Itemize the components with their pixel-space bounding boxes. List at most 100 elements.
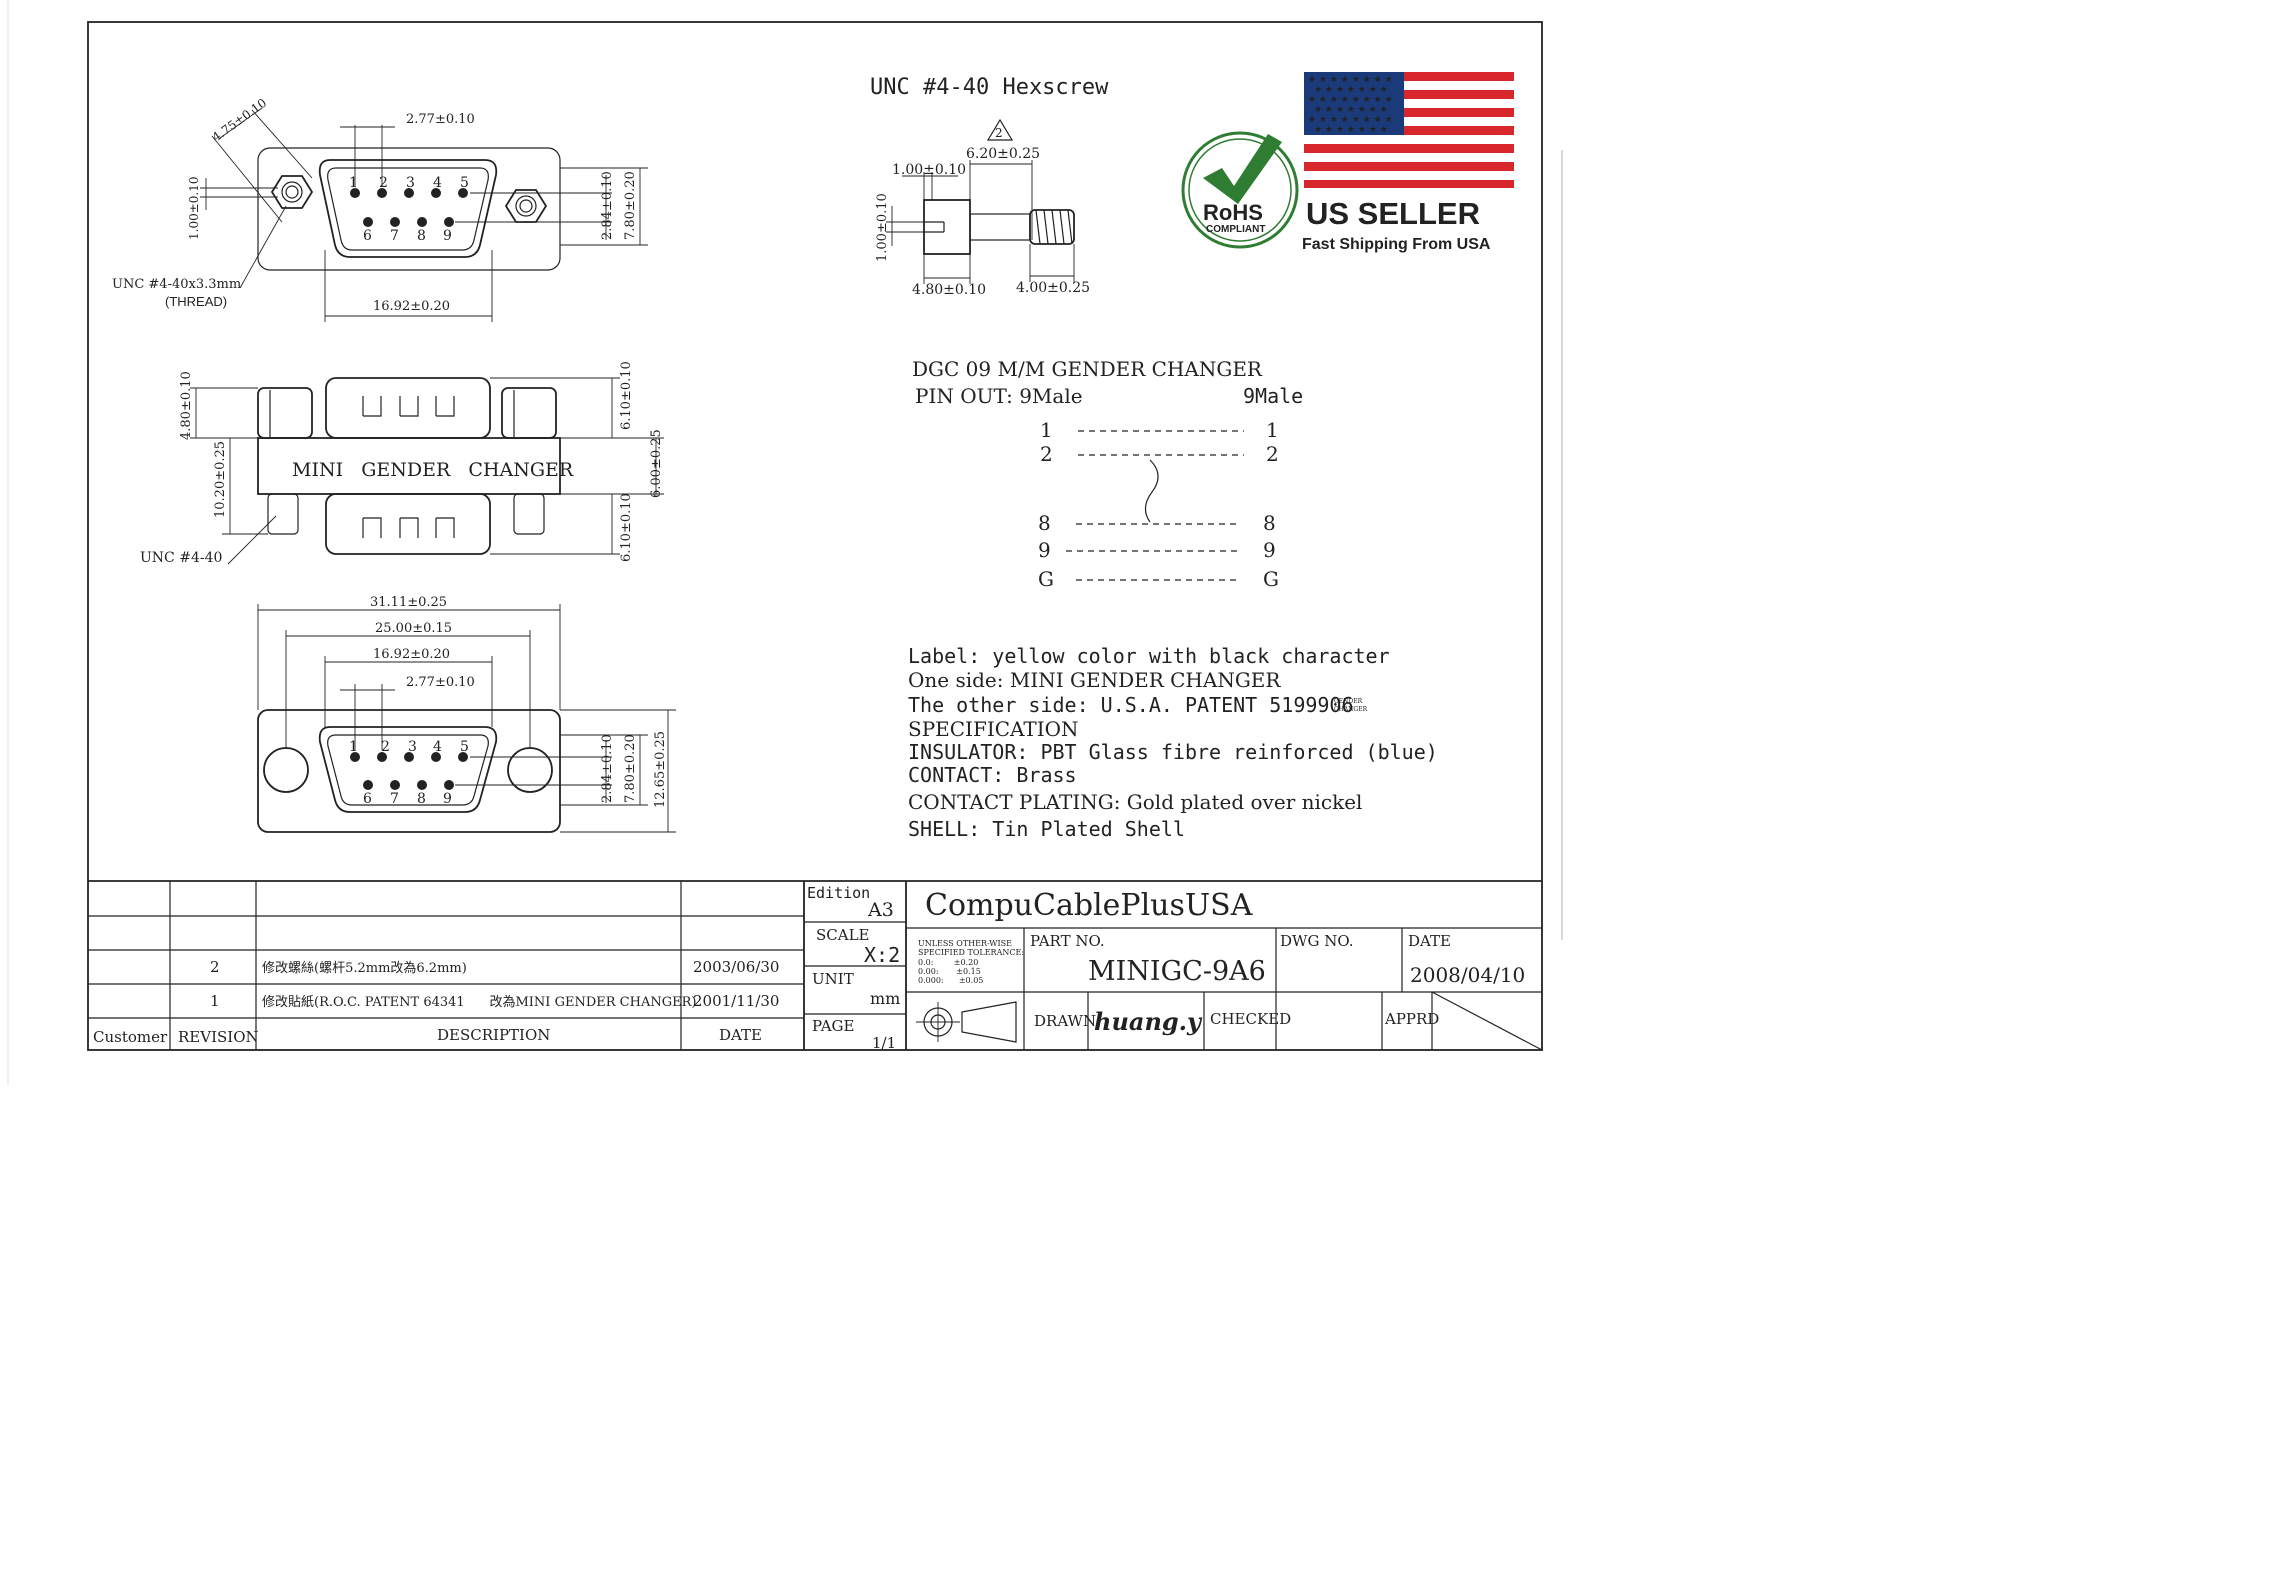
tolerance-line: 0.00: ±0.15 [918, 967, 981, 976]
spec-line: CONTACT: Brass [908, 763, 1077, 787]
drawn-by: huang.y [1094, 1007, 1203, 1036]
spec-line: The other side: U.S.A. PATENT 5199906 [908, 693, 1354, 717]
front-pin-7: 7 [390, 228, 399, 244]
edition-label: Edition [807, 884, 870, 902]
rev-number: 2 [210, 958, 220, 976]
projection-symbol-icon [916, 1001, 1017, 1043]
tolerance-line: 0.000: ±0.05 [918, 976, 983, 985]
bottom-view: 1 2 3 4 5 6 7 8 9 31.11±0.25 25.00±0.15 … [257, 595, 676, 833]
check-icon [1203, 134, 1282, 204]
front-thread-sub: (THREAD) [165, 294, 227, 309]
front-pin-2: 2 [379, 175, 388, 191]
side-dim-right-top: 6.10±0.10 [619, 361, 634, 430]
rev-date: 2003/06/30 [693, 958, 779, 976]
pin-row-right: G [1263, 567, 1279, 591]
scale-value: X:2 [864, 943, 900, 967]
hexscrew-dim-head: 1.00±0.10 [892, 162, 966, 178]
front-pin-4: 4 [433, 175, 442, 191]
svg-text:★ ★ ★ ★ ★ ★ ★ ★: ★ ★ ★ ★ ★ ★ ★ ★ [1308, 95, 1393, 105]
page-label: PAGE [812, 1017, 854, 1035]
front-dim-height: 7.80±0.20 [623, 171, 638, 240]
bottom-pin-2: 2 [381, 739, 390, 755]
seller-title: US SELLER [1306, 196, 1480, 231]
hexscrew-dim-slot: 1.00±0.10 [875, 193, 890, 262]
apprd-label: APPRD [1384, 1010, 1439, 1028]
pin-row-right: 2 [1266, 442, 1279, 466]
front-dim-hole: 1.00±0.10 [187, 177, 201, 241]
rev-date: 2001/11/30 [693, 992, 779, 1010]
hexscrew-dim-len: 6.20±0.25 [966, 146, 1040, 162]
bottom-pin-6: 6 [363, 791, 372, 807]
hexscrew-title: UNC #4-40 Hexscrew [870, 75, 1109, 100]
dwg-no-label: DWG NO. [1280, 932, 1354, 950]
side-dim-left-top: 4.80±0.10 [179, 371, 194, 440]
front-dim-row: 2.84±0.10 [600, 171, 615, 240]
date-label: DATE [1408, 932, 1451, 950]
rohs-sub: COMPLIANT [1206, 224, 1265, 235]
pin-row-left: 9 [1038, 538, 1051, 562]
front-pin-1: 1 [349, 175, 358, 191]
side-dim-left-body: 10.20±0.25 [213, 441, 228, 518]
company-name: CompuCablePlusUSA [925, 888, 1253, 923]
spec-section: Label: yellow color with black character… [908, 644, 1438, 841]
rev-description: 修改螺絲(螺杆5.2mm改為6.2mm) [262, 960, 467, 976]
bottom-pin-7: 7 [390, 791, 399, 807]
svg-text:★ ★ ★ ★ ★ ★ ★: ★ ★ ★ ★ ★ ★ ★ [1314, 85, 1388, 95]
bottom-dim-flange: 12.65±0.25 [653, 731, 668, 808]
title-block: 2 修改螺絲(螺杆5.2mm改為6.2mm) 2003/06/30 1 修改貼紙… [88, 880, 1543, 1052]
pinout-right-heading: 9Male [1243, 384, 1303, 408]
pin-row-left: 1 [1040, 418, 1053, 442]
bottom-pin-5: 5 [460, 739, 469, 755]
pin-row-right: 8 [1263, 511, 1276, 535]
scale-label: SCALE [816, 926, 870, 944]
header-revision: REVISION [178, 1028, 259, 1046]
spec-line: One side: MINI GENDER CHANGER [908, 668, 1281, 692]
bottom-pin-4: 4 [433, 739, 442, 755]
rohs-logo: RoHS COMPLIANT [1181, 131, 1299, 249]
front-thread-label: UNC #4-40x3.3mm [112, 277, 241, 292]
front-pin-8: 8 [417, 228, 426, 244]
pinout-section: DGC 09 M/M GENDER CHANGER PIN OUT: 9Male… [912, 357, 1303, 591]
pinout-heading: PIN OUT: 9Male [915, 384, 1083, 408]
us-flag-icon: ★ ★ ★ ★ ★ ★ ★ ★ ★ ★ ★ ★ ★ ★ ★ ★ ★ ★ ★ ★ … [1304, 72, 1514, 188]
pin-row-left: G [1038, 567, 1054, 591]
unit-value: mm [870, 989, 900, 1008]
spec-line: Label: yellow color with black character [908, 644, 1390, 668]
front-pin-9: 9 [443, 228, 452, 244]
hexscrew-rev-mark: 2 [995, 126, 1003, 140]
seller-shipping: Fast Shipping From USA [1302, 236, 1491, 253]
side-view: MINI GENDER CHANGER 4.80±0.10 10.20±0.25… [140, 361, 664, 566]
bottom-pin-8: 8 [417, 791, 426, 807]
header-description: DESCRIPTION [437, 1026, 550, 1044]
spec-tiny: CHANGER [1334, 706, 1368, 713]
checked-label: CHECKED [1210, 1010, 1291, 1028]
header-customer: Customer [93, 1028, 168, 1046]
svg-text:★ ★ ★ ★ ★ ★ ★ ★: ★ ★ ★ ★ ★ ★ ★ ★ [1308, 75, 1393, 85]
technical-drawing: 1 2 3 4 5 6 7 8 9 2.77±0.10 16.92±0.20 2… [0, 0, 1568, 1085]
drawing-frame [87, 21, 1543, 1051]
svg-text:★ ★ ★ ★ ★ ★ ★ ★: ★ ★ ★ ★ ★ ★ ★ ★ [1308, 115, 1393, 125]
side-thread-label: UNC #4-40 [140, 550, 222, 566]
front-pin-3: 3 [406, 175, 415, 191]
hexscrew-dim-thread: 4.00±0.25 [1016, 280, 1090, 296]
hexscrew-dim-hex: 4.80±0.10 [912, 282, 986, 298]
bottom-dim-pitch: 2.77±0.10 [406, 675, 475, 690]
page-value: 1/1 [872, 1034, 896, 1052]
svg-text:★ ★ ★ ★ ★ ★ ★: ★ ★ ★ ★ ★ ★ ★ [1314, 125, 1388, 135]
spec-line: CONTACT PLATING: Gold plated over nickel [908, 790, 1362, 814]
bottom-pin-3: 3 [408, 739, 417, 755]
rohs-text: RoHS [1203, 200, 1263, 225]
pin-row-right: 1 [1266, 418, 1279, 442]
spec-line: SPECIFICATION [908, 717, 1079, 741]
pin-row-right: 9 [1263, 538, 1276, 562]
bottom-dim-holes: 25.00±0.15 [375, 621, 452, 636]
part-no-value: MINIGC-9A6 [1088, 956, 1266, 987]
spec-line: SHELL: Tin Plated Shell [908, 817, 1185, 841]
tolerance-line: UNLESS OTHER-WISE [918, 939, 1012, 948]
bottom-dim-height: 7.80±0.20 [623, 734, 638, 803]
front-dim-width: 16.92±0.20 [373, 299, 450, 314]
rev-number: 1 [210, 992, 220, 1010]
side-dim-right-mid: 6.00±0.25 [649, 429, 664, 498]
part-no-label: PART NO. [1030, 932, 1105, 950]
rev-description: 修改貼紙(R.O.C. PATENT 64341 改為MINI GENDER C… [262, 994, 696, 1010]
